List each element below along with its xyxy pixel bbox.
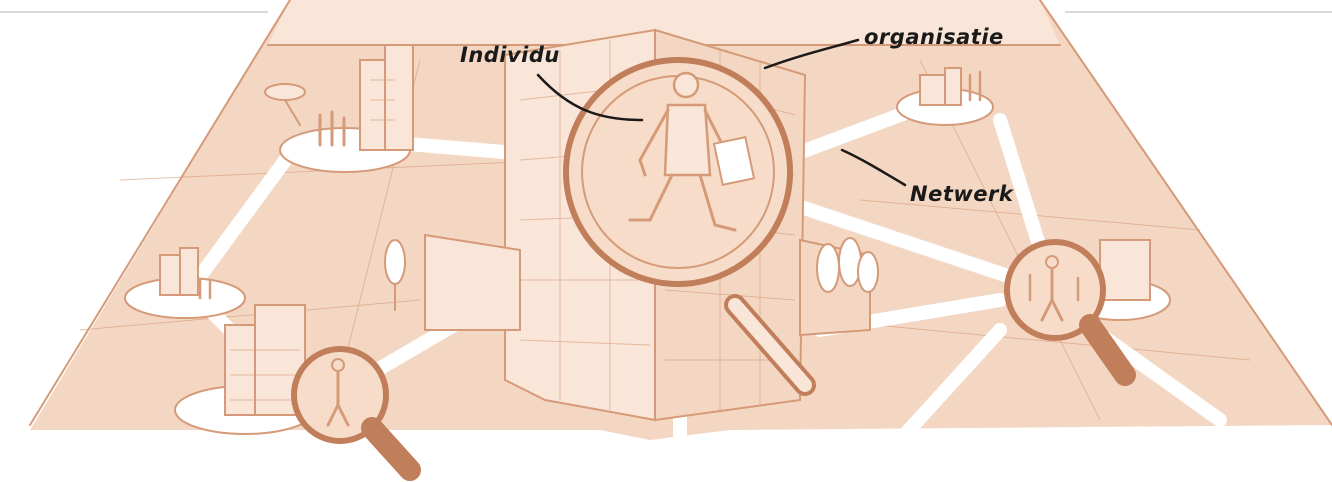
building-icon xyxy=(360,45,413,150)
label-individu: Individu xyxy=(460,43,560,67)
building-icon xyxy=(1100,240,1150,300)
label-organisatie: organisatie xyxy=(864,25,1004,49)
label-netwerk: Netwerk xyxy=(910,182,1015,206)
building-icon xyxy=(160,248,198,295)
